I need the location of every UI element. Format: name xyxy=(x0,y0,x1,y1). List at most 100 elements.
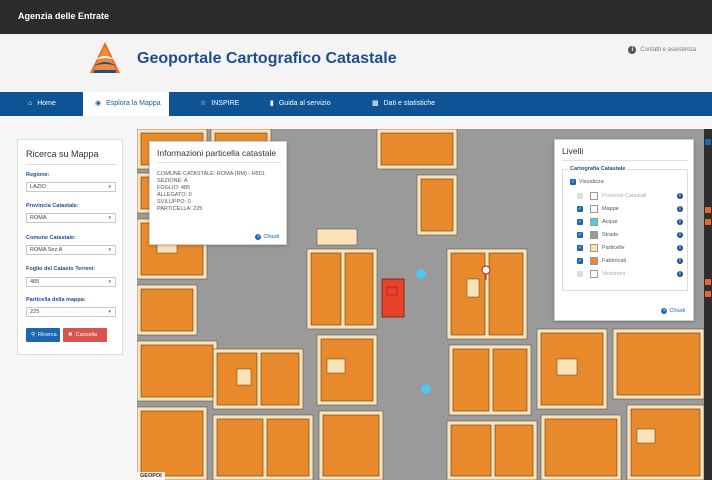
checkbox-checked-icon[interactable]: ✓ xyxy=(577,206,583,212)
close-circle-icon: × xyxy=(661,308,668,314)
sheet-select[interactable]: 485 ▾ xyxy=(26,277,116,287)
region-label: Regione: xyxy=(26,172,50,178)
layer-name: Fabbricati xyxy=(602,258,627,264)
caret-down-icon: ▾ xyxy=(108,247,111,253)
layer-name: Mappe xyxy=(602,206,619,212)
checkbox-checked-icon[interactable]: ✓ xyxy=(570,179,576,185)
info-icon[interactable]: i xyxy=(677,258,683,264)
tool-button-3[interactable] xyxy=(705,279,711,285)
checkbox-checked-icon[interactable]: ✓ xyxy=(577,258,583,264)
layer-row-province[interactable]: ✓ Province Catastali i xyxy=(563,192,689,202)
layer-swatch xyxy=(590,205,598,213)
nav-label: Esplora la Mappa xyxy=(106,100,161,107)
parcel-info-popup: Informazioni particella catastale COMUNE… xyxy=(149,141,287,245)
search-button[interactable]: ⚲ Ricerca xyxy=(26,328,60,342)
caret-down-icon: ▾ xyxy=(108,279,111,285)
parcel-select[interactable]: 225 ▾ xyxy=(26,307,116,317)
layer-name: Particelle xyxy=(602,245,625,251)
zoom-in-button[interactable] xyxy=(705,139,711,145)
checkbox-disabled-icon[interactable]: ✓ xyxy=(577,193,583,199)
map-marker-icon[interactable] xyxy=(481,265,491,280)
layer-row-visualizza[interactable]: ✓ Visualizza xyxy=(563,178,689,188)
province-select[interactable]: ROMA ▾ xyxy=(26,213,116,223)
checkbox-checked-icon[interactable]: ✓ xyxy=(577,232,583,238)
search-button-label: Ricerca xyxy=(38,332,57,338)
tool-button-2[interactable] xyxy=(705,219,711,225)
nav-stats[interactable]: ▩ Dati e statistiche xyxy=(372,92,435,116)
tool-button-4[interactable] xyxy=(705,291,711,297)
agenzia-logo-icon[interactable] xyxy=(86,40,124,78)
bar-chart-icon: ▩ xyxy=(372,100,379,107)
info-icon[interactable]: i xyxy=(677,271,683,277)
piazza-street xyxy=(405,239,441,480)
layer-row-vestizioni[interactable]: ✓ Vestizioni i xyxy=(563,270,689,280)
map-toolbar xyxy=(704,129,712,480)
caret-down-icon: ▾ xyxy=(108,215,111,221)
info-close-button[interactable]: × Chiudi xyxy=(255,234,279,240)
site-header: Geoportale Cartografico Catastale i Cont… xyxy=(0,34,712,92)
home-icon: ⌂ xyxy=(28,100,33,107)
checkbox-disabled-icon[interactable]: ✓ xyxy=(577,271,583,277)
info-icon[interactable]: i xyxy=(677,245,683,251)
layer-row-mappe[interactable]: ✓ Mappe i xyxy=(563,205,689,215)
municipality-label: Comune Catastale: xyxy=(26,235,76,241)
sheet-value: 485 xyxy=(30,279,40,285)
checkbox-checked-icon[interactable]: ✓ xyxy=(577,245,583,251)
search-panel-title: Ricerca su Mappa xyxy=(26,149,99,159)
info-line: SVILUPPO: 0 xyxy=(157,199,191,205)
info-line: PARTICELLA: 225 xyxy=(157,206,203,212)
info-popup-title: Informazioni particella catastale xyxy=(157,148,277,158)
municipality-select[interactable]: ROMA Sez.A ▾ xyxy=(26,245,116,255)
region-select[interactable]: LAZIO ▾ xyxy=(26,182,116,192)
region-value: LAZIO xyxy=(30,184,46,190)
search-icon: ⚲ xyxy=(31,332,36,338)
globe-icon: ◉ xyxy=(95,100,102,107)
info-icon[interactable]: i xyxy=(677,193,683,199)
info-line: COMUNE CATASTALE: ROMA (RM) - H501 xyxy=(157,171,265,177)
main-navbar: ⌂ Home ◉ Esplora la Mappa ☆ INSPIRE ▮ Gu… xyxy=(0,92,712,116)
nav-home[interactable]: ⌂ Home xyxy=(28,92,56,116)
layer-row-acque[interactable]: ✓ Acque i xyxy=(563,218,689,228)
contact-link[interactable]: Contatti e assistenza xyxy=(640,47,696,53)
eraser-icon: ✖ xyxy=(68,332,73,338)
site-title[interactable]: Geoportale Cartografico Catastale xyxy=(137,50,397,67)
cancel-button[interactable]: ✖ Cancella xyxy=(63,328,107,342)
layer-row-particelle[interactable]: ✓ Particelle i xyxy=(563,244,689,254)
cadastral-layers-group: Cartografia Catastale ✓ Visualizza ✓ Pro… xyxy=(562,166,689,291)
layers-close-button[interactable]: × Chiudi xyxy=(661,308,685,314)
layer-row-fabbricati[interactable]: ✓ Fabbricati i xyxy=(563,257,689,267)
layer-row-strade[interactable]: ✓ Strade i xyxy=(563,231,689,241)
province-value: ROMA xyxy=(30,215,47,221)
layers-panel-title: Livelli xyxy=(562,146,584,156)
close-circle-icon: × xyxy=(255,234,262,240)
layer-name: Acque xyxy=(602,219,618,225)
info-line: ALLEGATO: 0 xyxy=(157,192,192,198)
layer-name: Province Catastali xyxy=(602,193,647,199)
info-icon[interactable]: i xyxy=(677,232,683,238)
info-line: FOGLIO: 485 xyxy=(157,185,191,191)
parcel-value: 225 xyxy=(30,309,40,315)
caret-down-icon: ▾ xyxy=(108,184,111,190)
layer-swatch xyxy=(590,218,598,226)
info-close-label: Chiudi xyxy=(263,234,279,240)
checkbox-checked-icon[interactable]: ✓ xyxy=(577,219,583,225)
layer-swatch xyxy=(590,257,598,265)
map-attribution: GEOPOI xyxy=(137,472,165,480)
info-icon: i xyxy=(628,46,637,54)
layer-name: Vestizioni xyxy=(602,271,626,277)
contact-link-group[interactable]: i Contatti e assistenza xyxy=(628,46,696,54)
nav-label: Guida al servizio xyxy=(278,100,331,107)
layers-close-label: Chiudi xyxy=(669,308,685,314)
tool-button-1[interactable] xyxy=(705,207,711,213)
map-search-panel: Ricerca su Mappa Regione: LAZIO ▾ Provin… xyxy=(17,139,123,355)
cancel-button-label: Cancella xyxy=(75,332,98,338)
nav-explore-map[interactable]: ◉ Esplora la Mappa xyxy=(83,92,169,116)
selected-parcel[interactable] xyxy=(381,278,405,318)
province-label: Provincia Catastale: xyxy=(26,203,79,209)
layers-panel: Livelli Cartografia Catastale ✓ Visualiz… xyxy=(554,139,694,321)
nav-inspire[interactable]: ☆ INSPIRE xyxy=(200,92,239,116)
nav-guide[interactable]: ▮ Guida al servizio xyxy=(270,92,331,116)
info-icon[interactable]: i xyxy=(677,206,683,212)
star-icon: ☆ xyxy=(200,100,207,107)
info-icon[interactable]: i xyxy=(677,219,683,225)
